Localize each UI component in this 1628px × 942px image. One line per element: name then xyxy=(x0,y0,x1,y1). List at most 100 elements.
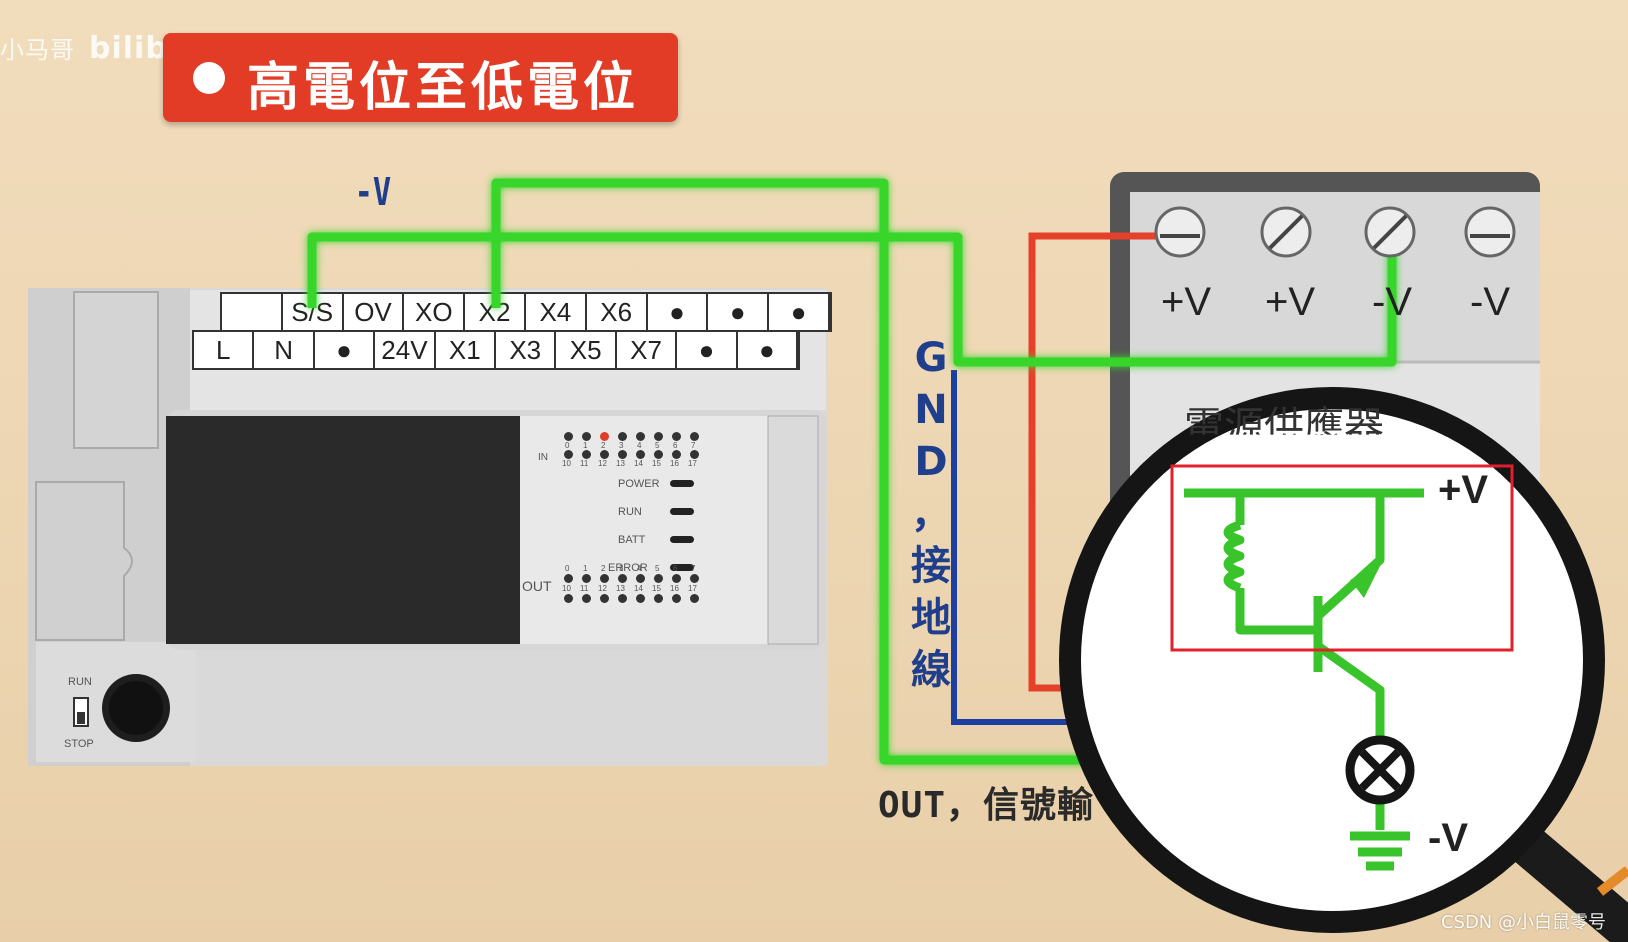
out-label: OUT xyxy=(522,578,552,594)
output-led xyxy=(564,594,573,603)
input-led xyxy=(672,432,681,441)
input-number: 6 xyxy=(673,441,678,450)
psu-name-label: 電源供應器 xyxy=(1184,405,1384,449)
gnd-label-char: 線 xyxy=(911,647,951,693)
output-number: 7 xyxy=(691,564,696,573)
output-number: 11 xyxy=(580,584,589,593)
plc-terminal: ● xyxy=(648,294,709,330)
output-number: 13 xyxy=(616,584,625,593)
input-led xyxy=(600,450,609,459)
status-led-label: ERROR xyxy=(608,562,648,574)
gnd-label-char: N xyxy=(914,387,948,433)
plc-terminal: ● xyxy=(769,294,830,330)
input-number: 4 xyxy=(637,441,642,450)
input-led xyxy=(690,432,699,441)
in-label: IN xyxy=(538,452,548,463)
gnd-label-char: ， xyxy=(911,491,951,537)
input-led xyxy=(618,432,627,441)
output-number: 6 xyxy=(673,564,678,573)
magnifier-minus-v-label: -V xyxy=(1428,816,1468,860)
psu-terminal-label-2: +V xyxy=(1264,280,1316,324)
plc-terminal: X3 xyxy=(496,332,557,368)
magnifier xyxy=(1059,387,1628,942)
highlight-box xyxy=(1170,464,1514,652)
plc-terminal: X5 xyxy=(556,332,617,368)
plc-terminal: X1 xyxy=(436,332,497,368)
out-signal-label: OUT，信號輸 xyxy=(878,785,1095,826)
output-led xyxy=(672,594,681,603)
input-number: 2 xyxy=(601,441,606,450)
magnifier-plus-v-label: +V xyxy=(1438,468,1489,512)
input-led xyxy=(636,450,645,459)
input-number: 7 xyxy=(691,441,696,450)
input-led xyxy=(672,450,681,459)
output-number: 2 xyxy=(601,564,606,573)
status-led-bar xyxy=(670,508,694,515)
plc-terminal: ● xyxy=(738,332,799,368)
input-number: 3 xyxy=(619,441,624,450)
psu-screws xyxy=(1154,206,1516,258)
output-led xyxy=(582,594,591,603)
output-number: 12 xyxy=(598,584,607,593)
output-led xyxy=(636,574,645,583)
output-led xyxy=(600,594,609,603)
red-positive-wire xyxy=(1028,232,1180,692)
minus-v-label: -V xyxy=(354,170,392,214)
plc-terminal: ● xyxy=(315,332,376,368)
title-text: 高電位至低電位 xyxy=(247,58,640,118)
plc-terminal: N xyxy=(254,332,315,368)
plc-terminal: X6 xyxy=(587,294,648,330)
input-number: 0 xyxy=(565,441,570,450)
gnd-label-char: 接 xyxy=(911,543,951,589)
output-led xyxy=(654,574,663,583)
plc-terminal: 24V xyxy=(375,332,436,368)
plc-terminal: X7 xyxy=(617,332,678,368)
output-led xyxy=(636,594,645,603)
input-led xyxy=(564,450,573,459)
input-number: 13 xyxy=(616,459,625,468)
input-led xyxy=(618,450,627,459)
input-number: 12 xyxy=(598,459,607,468)
input-number: 10 xyxy=(562,459,571,468)
status-led-label: RUN xyxy=(618,506,642,518)
psu-terminal-label-4: -V xyxy=(1470,280,1510,324)
output-number: 10 xyxy=(562,584,571,593)
psu-terminal-label-3: -V xyxy=(1372,280,1412,324)
output-led xyxy=(582,574,591,583)
green-wire-ss xyxy=(307,232,1397,367)
gnd-wire xyxy=(951,370,1080,725)
gnd-label-char: 地 xyxy=(911,595,951,641)
plc-terminal: ● xyxy=(677,332,738,368)
plc-terminal: OV xyxy=(344,294,405,330)
status-led-label: POWER xyxy=(618,478,660,490)
input-led xyxy=(564,432,573,441)
status-led-bar xyxy=(670,564,694,571)
status-led-bar xyxy=(670,480,694,487)
input-number: 11 xyxy=(580,459,589,468)
input-led xyxy=(654,450,663,459)
title-banner: 高電位至低電位 xyxy=(163,33,678,122)
input-number: 15 xyxy=(652,459,661,468)
gnd-label-char: D xyxy=(914,439,948,485)
output-led xyxy=(564,574,573,583)
title-bullet-icon xyxy=(193,62,225,94)
green-wire-x2 xyxy=(491,178,1090,765)
output-number: 0 xyxy=(565,564,570,573)
plc-unit xyxy=(28,288,828,766)
status-led-label: BATT xyxy=(618,534,646,546)
plc-terminal: ● xyxy=(708,294,770,330)
output-number: 1 xyxy=(583,564,588,573)
output-number: 4 xyxy=(637,564,642,573)
output-led xyxy=(618,594,627,603)
switch-stop-label: STOP xyxy=(64,738,94,750)
csdn-credit: CSDN @小白鼠零号 xyxy=(1440,912,1606,933)
input-number: 16 xyxy=(670,459,679,468)
output-led xyxy=(618,574,627,583)
input-number: 17 xyxy=(688,459,697,468)
input-number: 14 xyxy=(634,459,643,468)
output-number: 14 xyxy=(634,584,643,593)
